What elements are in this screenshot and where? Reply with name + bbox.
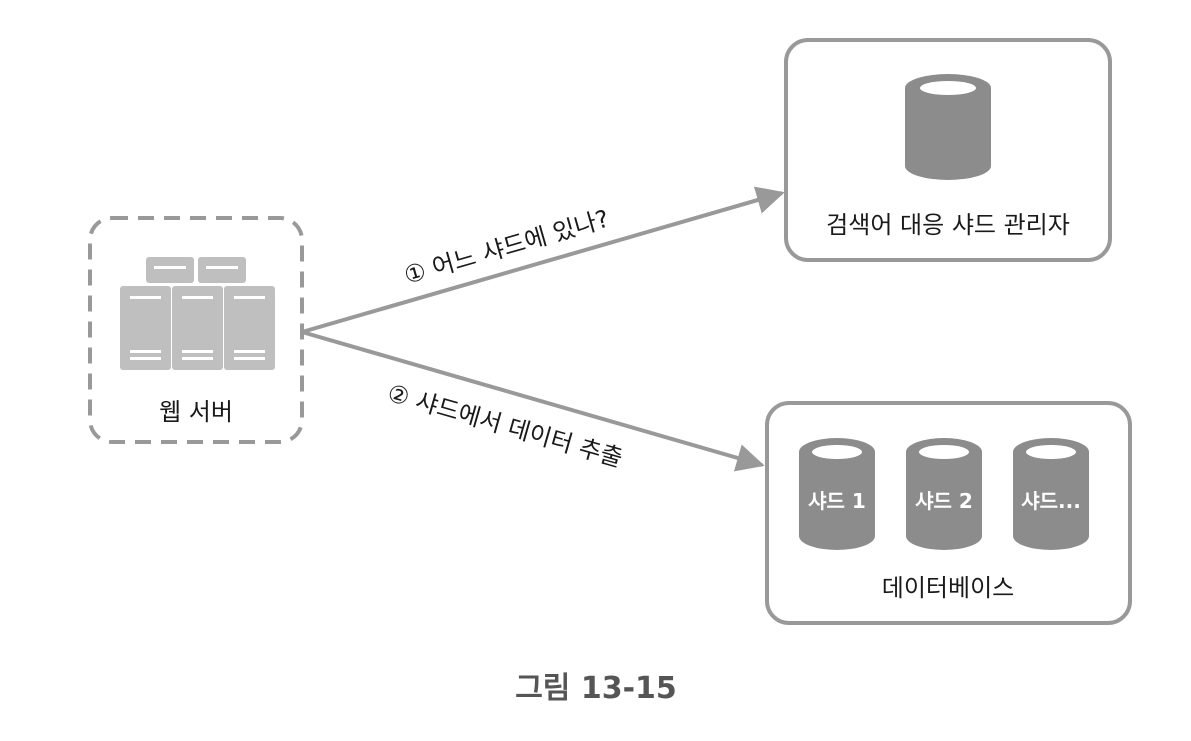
web-server-label: 웹 서버 [159, 398, 233, 426]
shard-2-label: 샤드 2 [915, 489, 973, 513]
shard-2-cylinder: 샤드 2 [906, 438, 982, 550]
database-cylinder-icon [905, 74, 991, 180]
database-node: 샤드 1 샤드 2 샤드... 데이터베이스 [765, 401, 1132, 625]
shard-more-cylinder: 샤드... [1013, 438, 1089, 550]
arrow-to-database [301, 330, 765, 472]
shard-more-label: 샤드... [1021, 489, 1081, 513]
database-label: 데이터베이스 [882, 574, 1014, 602]
step-2-label: ② 샤드에서 데이터 추출 [384, 379, 625, 473]
server-rack-icon [120, 257, 275, 370]
step-1-label: ① 어느 샤드에 있나? [401, 204, 612, 289]
web-server-node: 웹 서버 [88, 216, 304, 444]
shard-manager-label: 검색어 대응 샤드 관리자 [826, 211, 1070, 239]
shard-manager-node: 검색어 대응 샤드 관리자 [784, 38, 1112, 262]
shard-1-cylinder: 샤드 1 [799, 438, 875, 550]
shard-1-label: 샤드 1 [808, 489, 866, 513]
arrow-to-shard-manager [301, 186, 785, 334]
figure-caption: 그림 13-15 [515, 671, 677, 706]
